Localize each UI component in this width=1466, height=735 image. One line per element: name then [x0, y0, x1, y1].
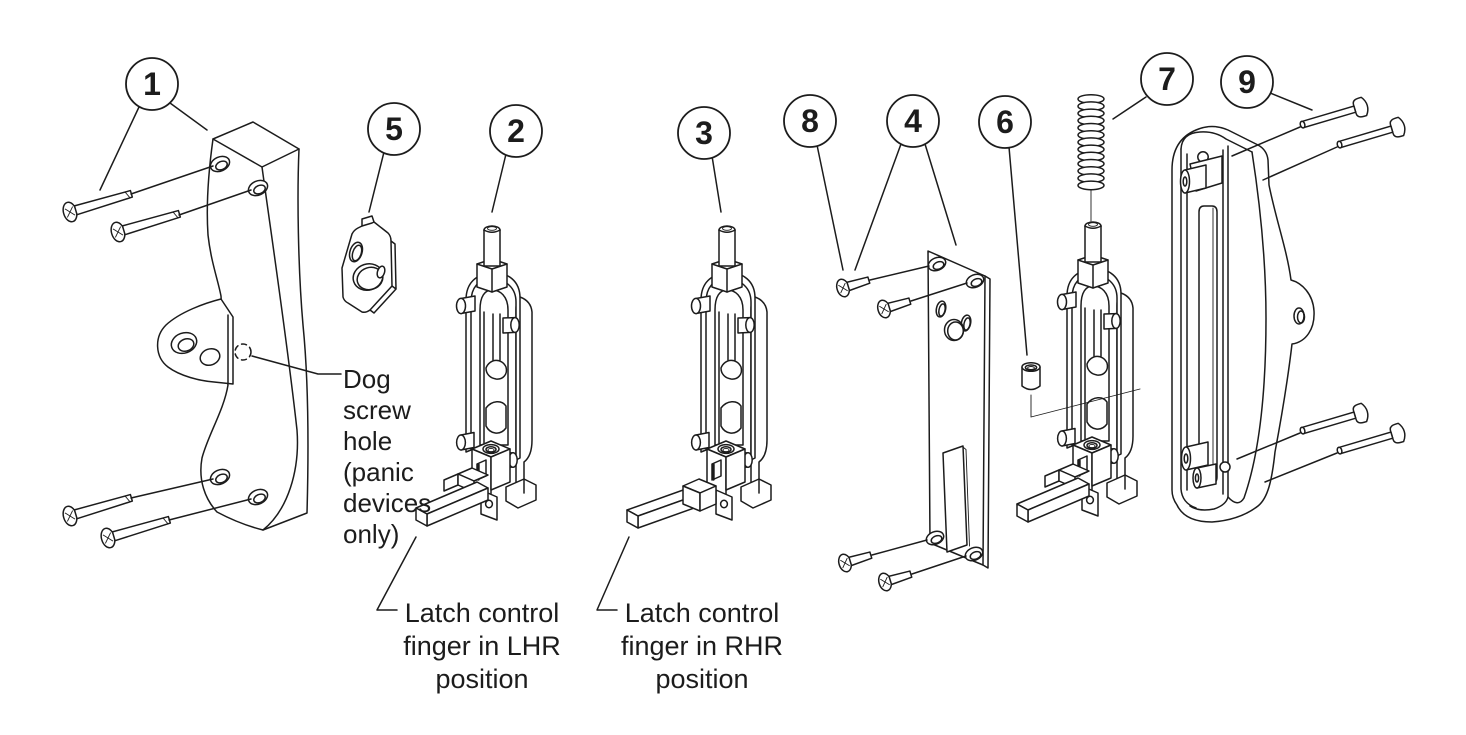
case-screw	[1333, 115, 1408, 156]
leader-line	[816, 144, 844, 271]
callout-7: 7	[1140, 52, 1194, 106]
case-bottom-pegs	[1180, 441, 1231, 489]
label-leader-line	[251, 355, 342, 375]
part-4-faceplate-with-screws	[833, 250, 991, 594]
svg-text:9: 9	[1238, 64, 1256, 100]
compression-spring	[1077, 93, 1105, 191]
long-mounting-screw	[108, 203, 183, 245]
part-1-outside-housing-with-screws	[60, 121, 309, 551]
faceplate-cutout	[942, 445, 968, 553]
part-2-latch-assembly-lhr	[415, 224, 538, 527]
part-7-spring-and-latch-assembly	[1016, 93, 1139, 523]
svg-text:1: 1	[143, 66, 161, 102]
leader-line	[854, 143, 902, 271]
svg-text:4: 4	[904, 103, 922, 139]
screw-alignment-lines	[130, 165, 252, 521]
svg-text:8: 8	[801, 103, 819, 139]
leader-line	[368, 151, 385, 213]
case-top-pegs	[1179, 151, 1223, 194]
long-mounting-screw	[60, 183, 135, 225]
svg-text:3: 3	[695, 115, 713, 151]
callout-6: 6	[978, 95, 1032, 149]
dog-screw-hole-label: Dog screw hole (panic devices only)	[343, 364, 432, 549]
leader-line	[924, 143, 957, 246]
leader-line	[1112, 96, 1147, 120]
screw-alignment-lines	[1231, 126, 1338, 483]
callout-9: 9	[1220, 55, 1274, 109]
leader-line	[491, 153, 507, 213]
faceplate-screw	[874, 291, 914, 321]
part-9-inside-case-with-screws	[1171, 95, 1408, 523]
callout-5: 5	[367, 102, 421, 156]
faceplate-screw	[835, 545, 875, 575]
part-6-spacer-bushing	[1021, 361, 1141, 418]
dog-screw-hole-marker	[234, 343, 252, 361]
callout-8: 8	[783, 94, 837, 148]
screw-alignment-lines	[869, 265, 968, 575]
case-screw	[1296, 95, 1371, 136]
case-screw	[1296, 401, 1371, 442]
callout-3: 3	[677, 106, 731, 160]
inside-case-body	[1171, 125, 1315, 523]
latch-finger-rhr-label: Latch control finger in RHR position	[620, 598, 784, 694]
latch-control-finger-rhr	[626, 478, 717, 529]
leader-line	[1269, 92, 1313, 111]
svg-text:6: 6	[996, 104, 1014, 140]
callout-4: 4	[886, 94, 940, 148]
callout-2: 2	[489, 104, 543, 158]
faceplate-screw	[875, 564, 915, 594]
long-mounting-screw	[60, 487, 135, 529]
leader-line	[711, 155, 722, 213]
leader-line	[169, 102, 208, 131]
faceplate	[927, 250, 986, 566]
leader-line	[1008, 146, 1028, 356]
faceplate-screw	[833, 270, 873, 300]
outside-housing-body	[200, 121, 309, 531]
housing-screw-holes	[209, 155, 269, 506]
callout-balloons: 1 5 2 3 8 4 6 7 9	[125, 52, 1274, 160]
leader-line	[99, 106, 140, 191]
part-3-latch-assembly-rhr	[626, 224, 773, 529]
svg-text:5: 5	[385, 111, 403, 147]
label-leader-line	[596, 536, 630, 611]
svg-text:2: 2	[507, 113, 525, 149]
part-5-cam-plate	[341, 215, 397, 314]
latch-finger-lhr-label: Latch control finger in LHR position	[403, 598, 561, 694]
long-mounting-screw	[98, 509, 173, 551]
callout-1: 1	[125, 57, 179, 111]
label-leader-line	[376, 536, 417, 611]
svg-text:7: 7	[1158, 61, 1176, 97]
case-screw	[1333, 421, 1408, 462]
callout-leader-lines	[99, 92, 1313, 611]
